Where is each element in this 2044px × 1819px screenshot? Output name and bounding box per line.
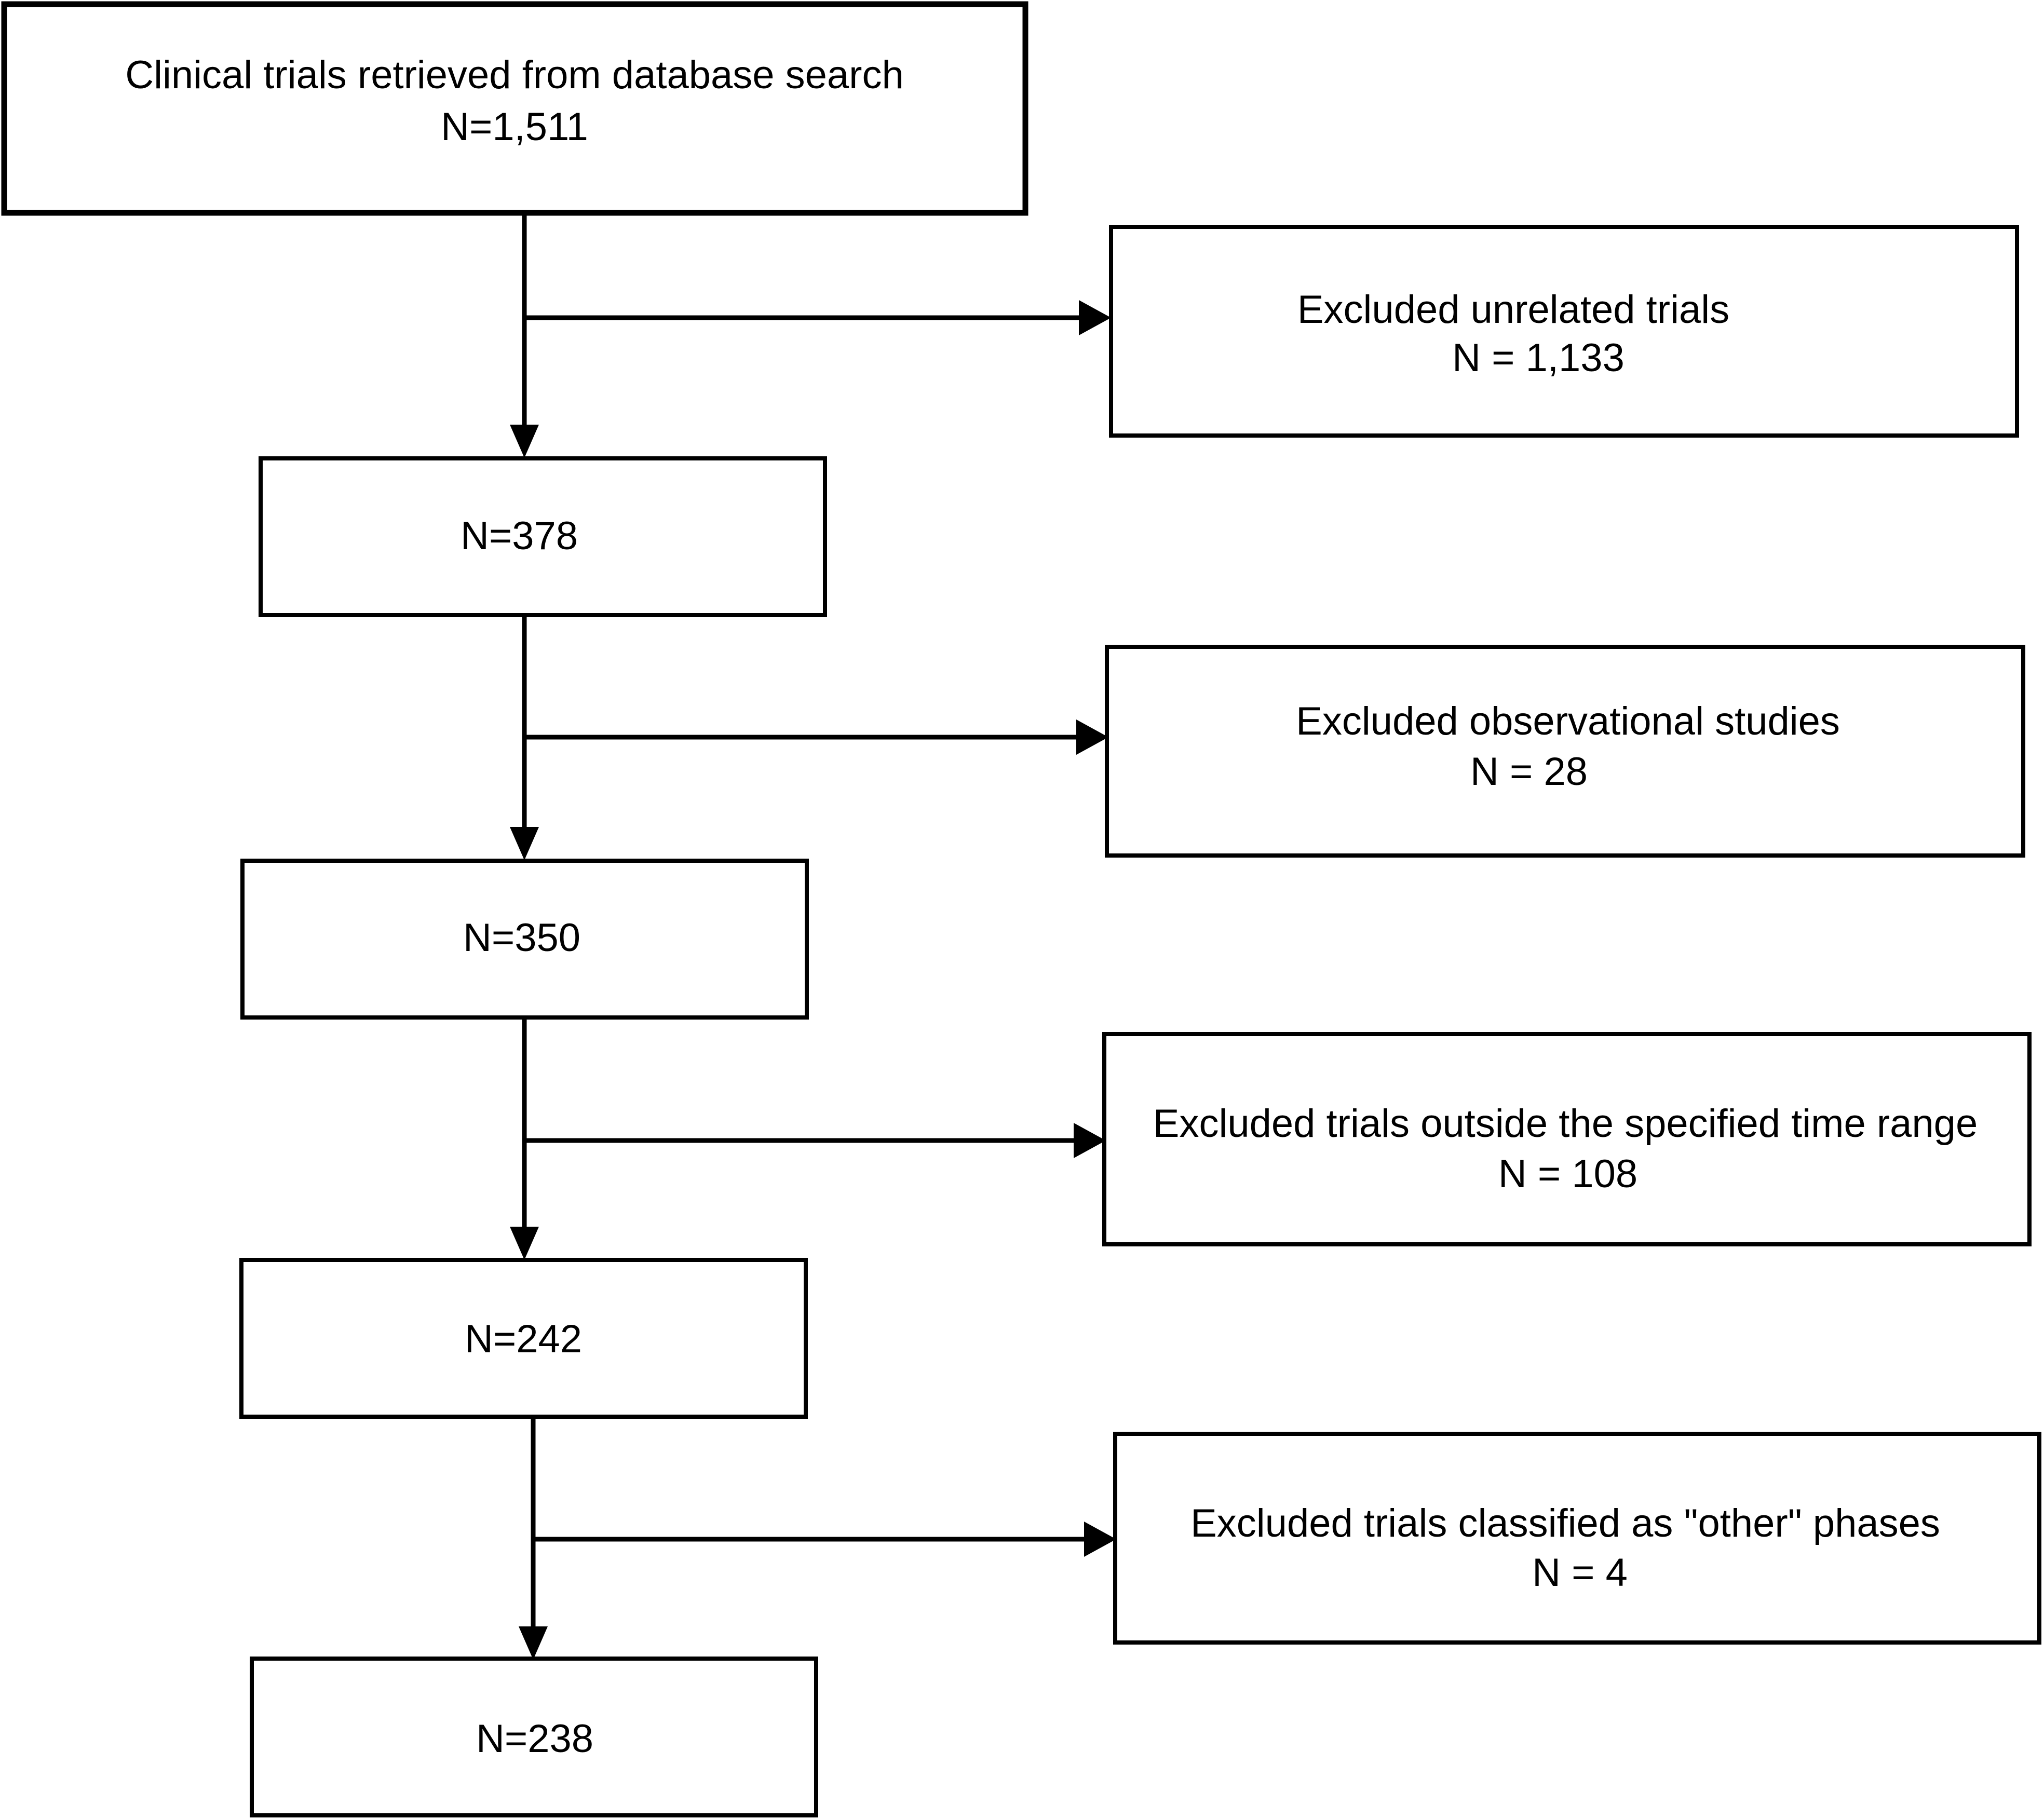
box-after-unrelated-count: N=378 — [461, 514, 578, 558]
box-final: N=238 — [250, 1657, 818, 1817]
box-final-count: N=238 — [476, 1717, 593, 1761]
box-excluded-observational: Excluded observational studies N = 28 — [1105, 645, 2025, 858]
box-excluded-other-phases: Excluded trials classified as "other" ph… — [1113, 1432, 2041, 1645]
box-after-time-range-count: N=242 — [465, 1317, 582, 1361]
box-excluded-unrelated-count: N = 1,133 — [1452, 336, 1625, 380]
arrowhead-down-4 — [519, 1626, 548, 1660]
exclusion-branch-connectors — [524, 300, 1116, 1557]
box-excluded-time-range: Excluded trials outside the specified ti… — [1102, 1032, 2032, 1246]
box-after-observational-count: N=350 — [463, 916, 580, 960]
arrowhead-down-1 — [510, 425, 539, 458]
box-excluded-other-phases-title: Excluded trials classified as "other" ph… — [1190, 1501, 1940, 1545]
box-retrieved-title: Clinical trials retrieved from database … — [125, 53, 904, 97]
box-retrieved: Clinical trials retrieved from database … — [1, 1, 1028, 216]
box-excluded-observational-count: N = 28 — [1470, 750, 1588, 794]
box-excluded-other-phases-count: N = 4 — [1532, 1551, 1628, 1595]
box-excluded-observational-title: Excluded observational studies — [1296, 699, 1840, 743]
arrowhead-down-3 — [510, 1227, 539, 1260]
box-excluded-unrelated: Excluded unrelated trials N = 1,133 — [1109, 225, 2019, 438]
box-excluded-time-range-title: Excluded trials outside the specified ti… — [1153, 1102, 1978, 1146]
box-excluded-time-range-count: N = 108 — [1498, 1152, 1637, 1196]
arrowhead-right-2 — [1076, 720, 1108, 755]
box-after-time-range: N=242 — [239, 1258, 808, 1419]
main-flow-connectors — [510, 213, 548, 1660]
box-retrieved-count: N=1,511 — [441, 105, 588, 149]
arrowhead-right-4 — [1084, 1522, 1116, 1557]
box-excluded-unrelated-title: Excluded unrelated trials — [1297, 288, 1729, 332]
arrowhead-down-2 — [510, 827, 539, 860]
box-after-observational: N=350 — [240, 859, 809, 1020]
arrowhead-right-3 — [1074, 1123, 1106, 1158]
arrowhead-right-1 — [1079, 300, 1111, 335]
box-after-unrelated: N=378 — [259, 456, 827, 617]
